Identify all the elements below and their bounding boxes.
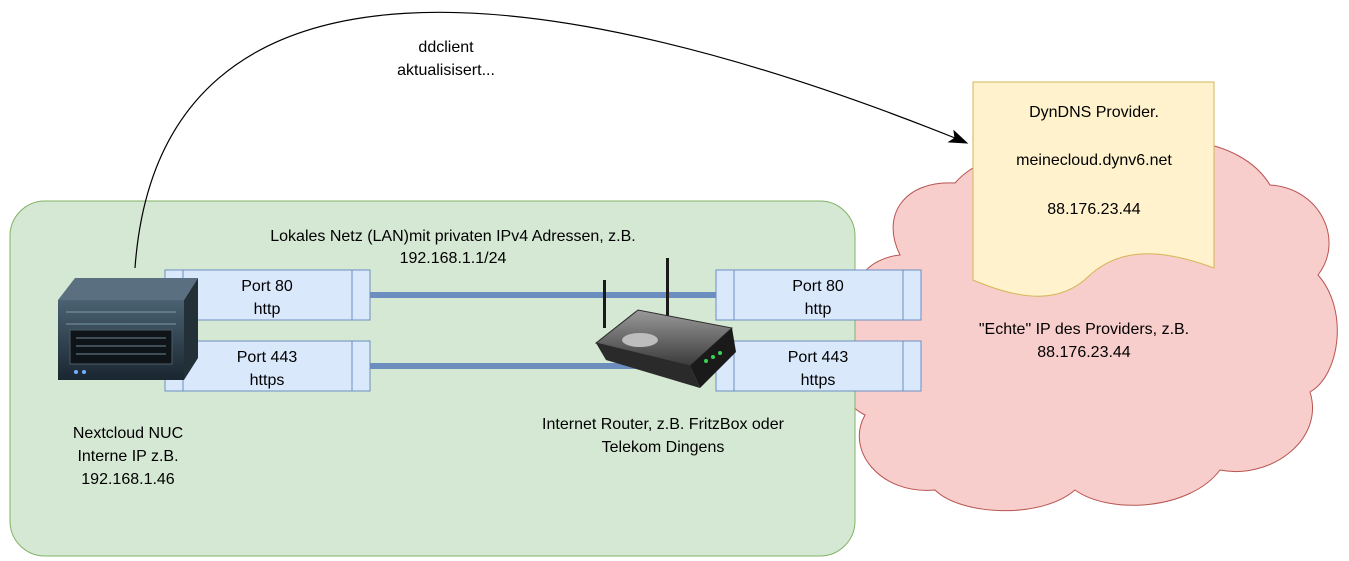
- server-port-https: Port 443 https: [164, 340, 371, 392]
- router-port-https-protocol: https: [801, 372, 836, 389]
- server-port-https-protocol: https: [250, 372, 285, 389]
- dyndns-line1: DynDNS Provider.: [1029, 104, 1159, 121]
- lan-label-line1: Lokales Netz (LAN)mit privaten IPv4 Adre…: [270, 228, 635, 245]
- server-label-line2: Interne IP z.B.: [77, 448, 178, 465]
- router-port-http: Port 80 http: [715, 269, 922, 321]
- dyndns-line3: 88.176.23.44: [1047, 201, 1141, 218]
- cloud-label-line2: 88.176.23.44: [1037, 344, 1131, 361]
- wifi-router-icon: [594, 258, 736, 388]
- server-port-http-number: Port 80: [241, 278, 293, 295]
- router-port-https-number: Port 443: [788, 349, 849, 366]
- lan-label-line2: 192.168.1.1/24: [400, 250, 507, 267]
- router-port-http-protocol: http: [805, 301, 832, 318]
- dyndns-note: [972, 81, 1215, 297]
- arrowhead-icon: [947, 129, 969, 144]
- arrow-label-line1: ddclient: [418, 39, 474, 56]
- server-port-http-protocol: http: [254, 301, 281, 318]
- arrow-label-line2: aktualisisert...: [397, 62, 495, 79]
- server-port-https-number: Port 443: [237, 349, 298, 366]
- router-port-http-number: Port 80: [792, 278, 844, 295]
- router-label-line1: Internet Router, z.B. FritzBox oder: [542, 416, 785, 433]
- dyndns-line2: meinecloud.dynv6.net: [1016, 152, 1172, 169]
- server-label-line3: 192.168.1.46: [81, 471, 175, 488]
- cloud-label-line1: "Echte" IP des Providers, z.B.: [979, 321, 1189, 338]
- ddclient-arrow: [134, 11, 956, 269]
- router-port-https: Port 443 https: [715, 340, 922, 392]
- server-port-http: Port 80 http: [164, 269, 371, 321]
- server-rack-icon: [58, 278, 198, 380]
- router-label-line2: Telekom Dingens: [602, 439, 725, 456]
- server-label-line1: Nextcloud NUC: [73, 425, 183, 442]
